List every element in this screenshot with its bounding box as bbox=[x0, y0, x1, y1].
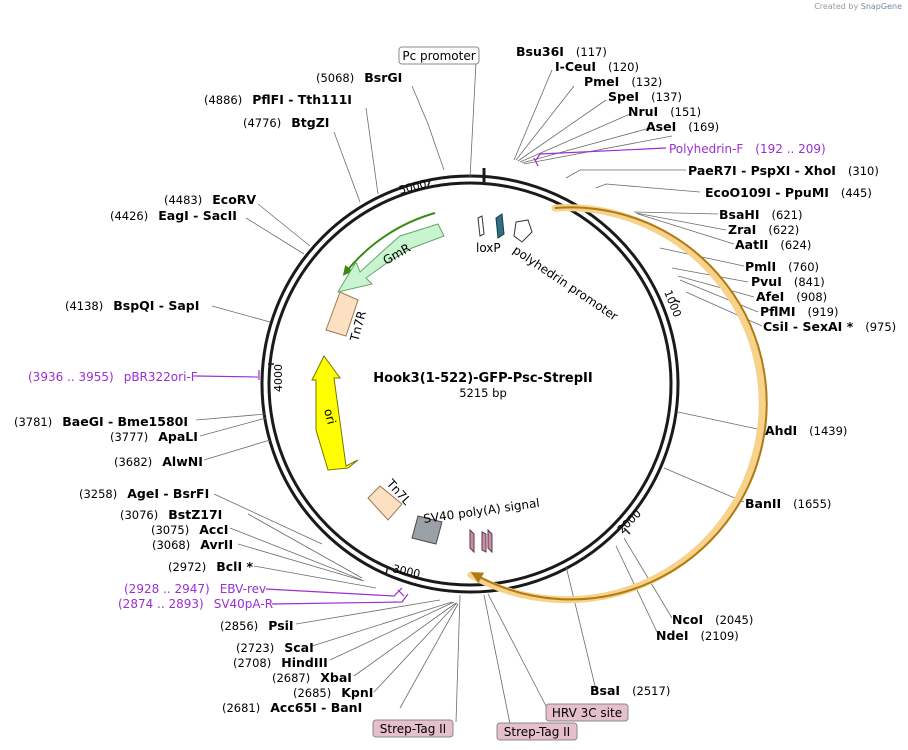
site-bspqi-sapi: (4138)BspQI - SapI bbox=[65, 298, 199, 313]
tick-label-5000: 5000 bbox=[398, 178, 428, 197]
strep-tag-box-2 bbox=[496, 722, 578, 741]
snapgene-credit: Created by SnapGene bbox=[814, 2, 902, 11]
pc-promoter-label: Pc promoter bbox=[402, 49, 475, 63]
strep-tag-feature bbox=[469, 528, 475, 554]
site-avrii: (3068)AvrII bbox=[152, 537, 233, 552]
site-hindiii: (2708)HindIII bbox=[233, 655, 328, 670]
site-xbai: (2687)XbaI bbox=[272, 670, 352, 685]
primer-polyhedrin-f: Polyhedrin-F(192 .. 209) bbox=[669, 142, 826, 156]
center-title: Hook3(1-522)-GFP-Psc-StrepII 5215 bp bbox=[373, 371, 592, 400]
site-pflmi: PflMI(919) bbox=[760, 304, 838, 319]
site-i-ceui: I-CeuI(120) bbox=[555, 59, 639, 74]
site-nrui: NruI(151) bbox=[628, 104, 701, 119]
strep-tag-label-2: Strep-Tag II bbox=[504, 725, 570, 739]
credit-brand: SnapGene bbox=[860, 2, 902, 11]
site-bcli: (2972)BclI * bbox=[168, 559, 253, 574]
site-asei: AseI(169) bbox=[646, 119, 719, 134]
strep-tag-box-1 bbox=[372, 719, 454, 738]
plasmid-name: Hook3(1-522)-GFP-Psc-StrepII bbox=[373, 371, 592, 386]
sv40-label: SV40 poly(A) signal bbox=[422, 496, 540, 526]
site-paer7i-pspxi-xhoi: PaeR7I - PspXI - XhoI(310) bbox=[688, 163, 879, 178]
tn7l-feature bbox=[367, 485, 403, 521]
site-pmei: PmeI(132) bbox=[584, 74, 662, 89]
site-alwni: (3682)AlwNI bbox=[114, 454, 203, 469]
site-spei: SpeI(137) bbox=[608, 89, 682, 104]
site-ecorv: (4483)EcoRV bbox=[164, 192, 256, 207]
site-ndei: NdeI(2109) bbox=[656, 628, 739, 643]
primer-markers bbox=[195, 147, 667, 605]
site-baegi-bme1580i: (3781)BaeGI - Bme1580I bbox=[14, 414, 188, 429]
small-hatched-feature bbox=[477, 215, 485, 237]
loxp-feature bbox=[495, 213, 505, 239]
ori-feature bbox=[311, 355, 359, 471]
site-scai: (2723)ScaI bbox=[236, 640, 314, 655]
gmr-feature bbox=[336, 223, 445, 293]
site-ahdi: AhdI(1439) bbox=[765, 423, 847, 438]
site-ncoi: NcoI(2045) bbox=[672, 612, 753, 627]
site-pflfi-tth111i: (4886)PflFI - Tth111I bbox=[204, 92, 352, 107]
primer-pbr322ori-f: (3936 .. 3955)pBR322ori-F bbox=[28, 370, 198, 384]
polyhedrin-promoter-feature bbox=[513, 219, 533, 243]
site-btgzi: (4776)BtgZI bbox=[243, 115, 329, 130]
site-eagi-sacii: (4426)EagI - SacII bbox=[110, 208, 237, 223]
insert-arc bbox=[467, 204, 768, 604]
site-pvui: PvuI(841) bbox=[751, 274, 825, 289]
site-csii-sexai: CsiI - SexAI *(975) bbox=[763, 319, 896, 334]
strep-tag-feature-2 bbox=[487, 528, 493, 554]
site-bsrgi: (5068)BsrGI bbox=[316, 70, 402, 85]
site-acci: (3075)AccI bbox=[151, 522, 228, 537]
hrv3c-label: HRV 3C site bbox=[552, 706, 622, 720]
site-aatii: AatII(624) bbox=[735, 237, 811, 252]
ticks bbox=[268, 179, 681, 575]
plasmid-length: 5215 bp bbox=[459, 386, 507, 400]
site-bstz17i: (3076)BstZ17I bbox=[120, 507, 222, 522]
site-apali: (3777)ApaLI bbox=[110, 429, 198, 444]
site-bsai: BsaI(2517) bbox=[590, 683, 670, 698]
site-bsahi: BsaHI(621) bbox=[719, 207, 802, 222]
primer-sv40pa-r: (2874 .. 2893)SV40pA-R bbox=[118, 597, 273, 611]
site-pmli: PmlI(760) bbox=[745, 259, 819, 274]
tick-label-3000: 3000 bbox=[391, 562, 421, 581]
loxp-label: loxP bbox=[476, 241, 501, 255]
sv40-polya-feature bbox=[411, 515, 443, 545]
site-afei: AfeI(908) bbox=[756, 289, 827, 304]
tn7r-feature bbox=[325, 291, 359, 337]
boxed-labels: Pc promoter HRV 3C site Strep-Tag II Str… bbox=[372, 46, 629, 741]
primer-labels: Polyhedrin-F(192 .. 209) (3936 .. 3955)p… bbox=[28, 142, 826, 611]
polyhedrin-promoter-label: polyhedrin promoter bbox=[510, 243, 620, 324]
site-kpni: (2685)KpnI bbox=[293, 685, 373, 700]
site-banii: BanII(1655) bbox=[745, 496, 831, 511]
strep-tag-label-1: Strep-Tag II bbox=[380, 722, 446, 736]
hrv3c-feature bbox=[481, 531, 487, 553]
primer-ebv-rev: (2928 .. 2947)EBV-rev bbox=[124, 582, 266, 596]
site-bsu36i: Bsu36I(117) bbox=[516, 44, 607, 59]
pc-promoter-box bbox=[398, 46, 480, 65]
restriction-sites: Bsu36I(117) I-CeuI(120) PmeI(132) SpeI(1… bbox=[14, 44, 896, 715]
site-agei-bsrfi: (3258)AgeI - BsrFI bbox=[79, 486, 209, 501]
tick-label-2000: 2000 bbox=[615, 507, 644, 536]
features bbox=[311, 213, 533, 554]
hrv3c-box bbox=[545, 703, 629, 722]
site-acc65i-bani: (2681)Acc65I - BanI bbox=[222, 700, 362, 715]
site-psii: (2856)PsiI bbox=[220, 618, 294, 633]
site-ecoo109i-ppumi: EcoO109I - PpuMI(445) bbox=[705, 185, 872, 200]
gmr-direction-arc bbox=[342, 212, 436, 276]
site-zrai: ZraI(622) bbox=[728, 222, 799, 237]
ori-label: ori bbox=[321, 407, 339, 426]
tick-label-4000: 4000 bbox=[272, 364, 285, 392]
credit-prefix: Created by bbox=[814, 2, 859, 11]
